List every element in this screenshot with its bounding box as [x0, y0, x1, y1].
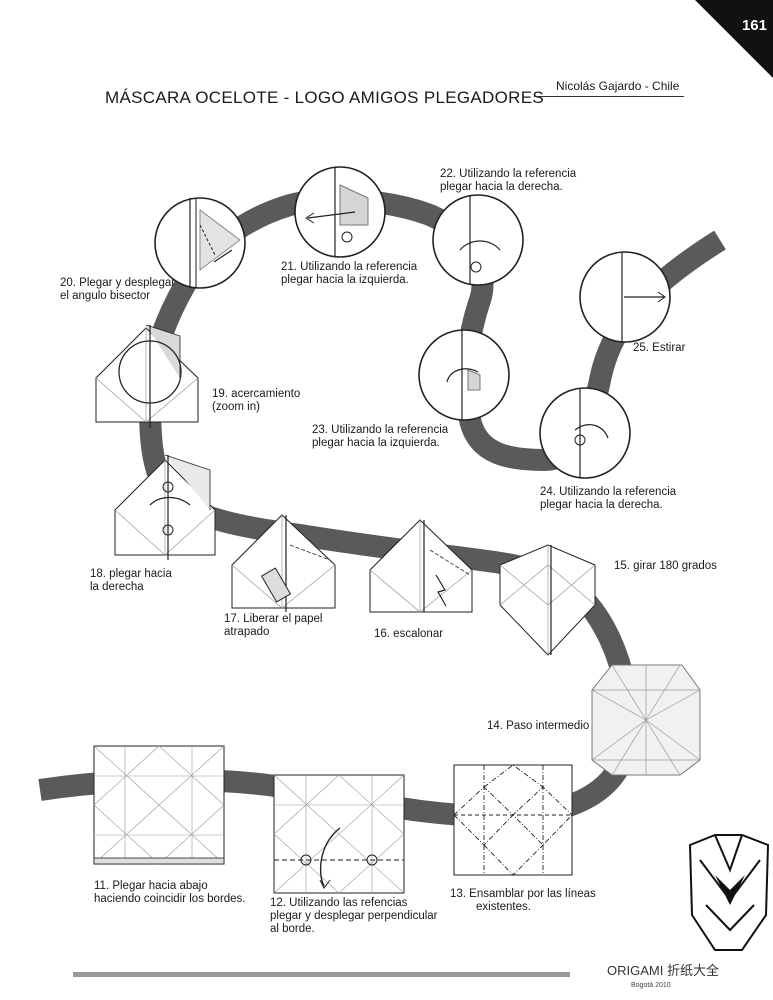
- step-17-figure: [231, 514, 336, 612]
- step-23-figure: [418, 329, 510, 421]
- step-12-figure: [273, 774, 405, 894]
- step-22-figure: [432, 194, 524, 286]
- step-13-figure: [453, 764, 573, 876]
- step-21-figure: [294, 166, 386, 258]
- step-15-caption: 15. girar 180 grados: [614, 560, 717, 572]
- logo-subtitle: Bogotá 2010: [631, 982, 671, 989]
- watermark: ORIGAMI 折纸大全: [607, 963, 719, 978]
- page-corner-tab: [695, 0, 773, 78]
- step-15-figure: [499, 544, 596, 656]
- page-number: 161: [741, 17, 767, 34]
- step-11-figure: [93, 745, 225, 865]
- ocelot-logo: [688, 834, 770, 951]
- step-24-figure: [539, 387, 631, 479]
- step-25-figure: [579, 251, 671, 343]
- step-16-caption: 16. escalonar: [374, 628, 444, 640]
- step-14-figure: [591, 664, 701, 776]
- footer-bar: [73, 972, 570, 977]
- step-20-figure: [154, 197, 246, 289]
- step-16-figure: [369, 519, 473, 613]
- author-credit: Nicolás Gajardo - Chile: [556, 79, 680, 93]
- step-19-figure: [95, 324, 199, 428]
- step-25-caption: 25. Estirar: [633, 342, 686, 354]
- author-underline: [534, 96, 684, 97]
- step-14-caption: 14. Paso intermedio: [487, 720, 590, 732]
- step-19-caption: 19. acercamiento(zoom in): [212, 388, 301, 413]
- step-18-figure: [114, 454, 216, 560]
- page-title: MÁSCARA OCELOTE - LOGO AMIGOS PLEGADORES: [105, 88, 544, 107]
